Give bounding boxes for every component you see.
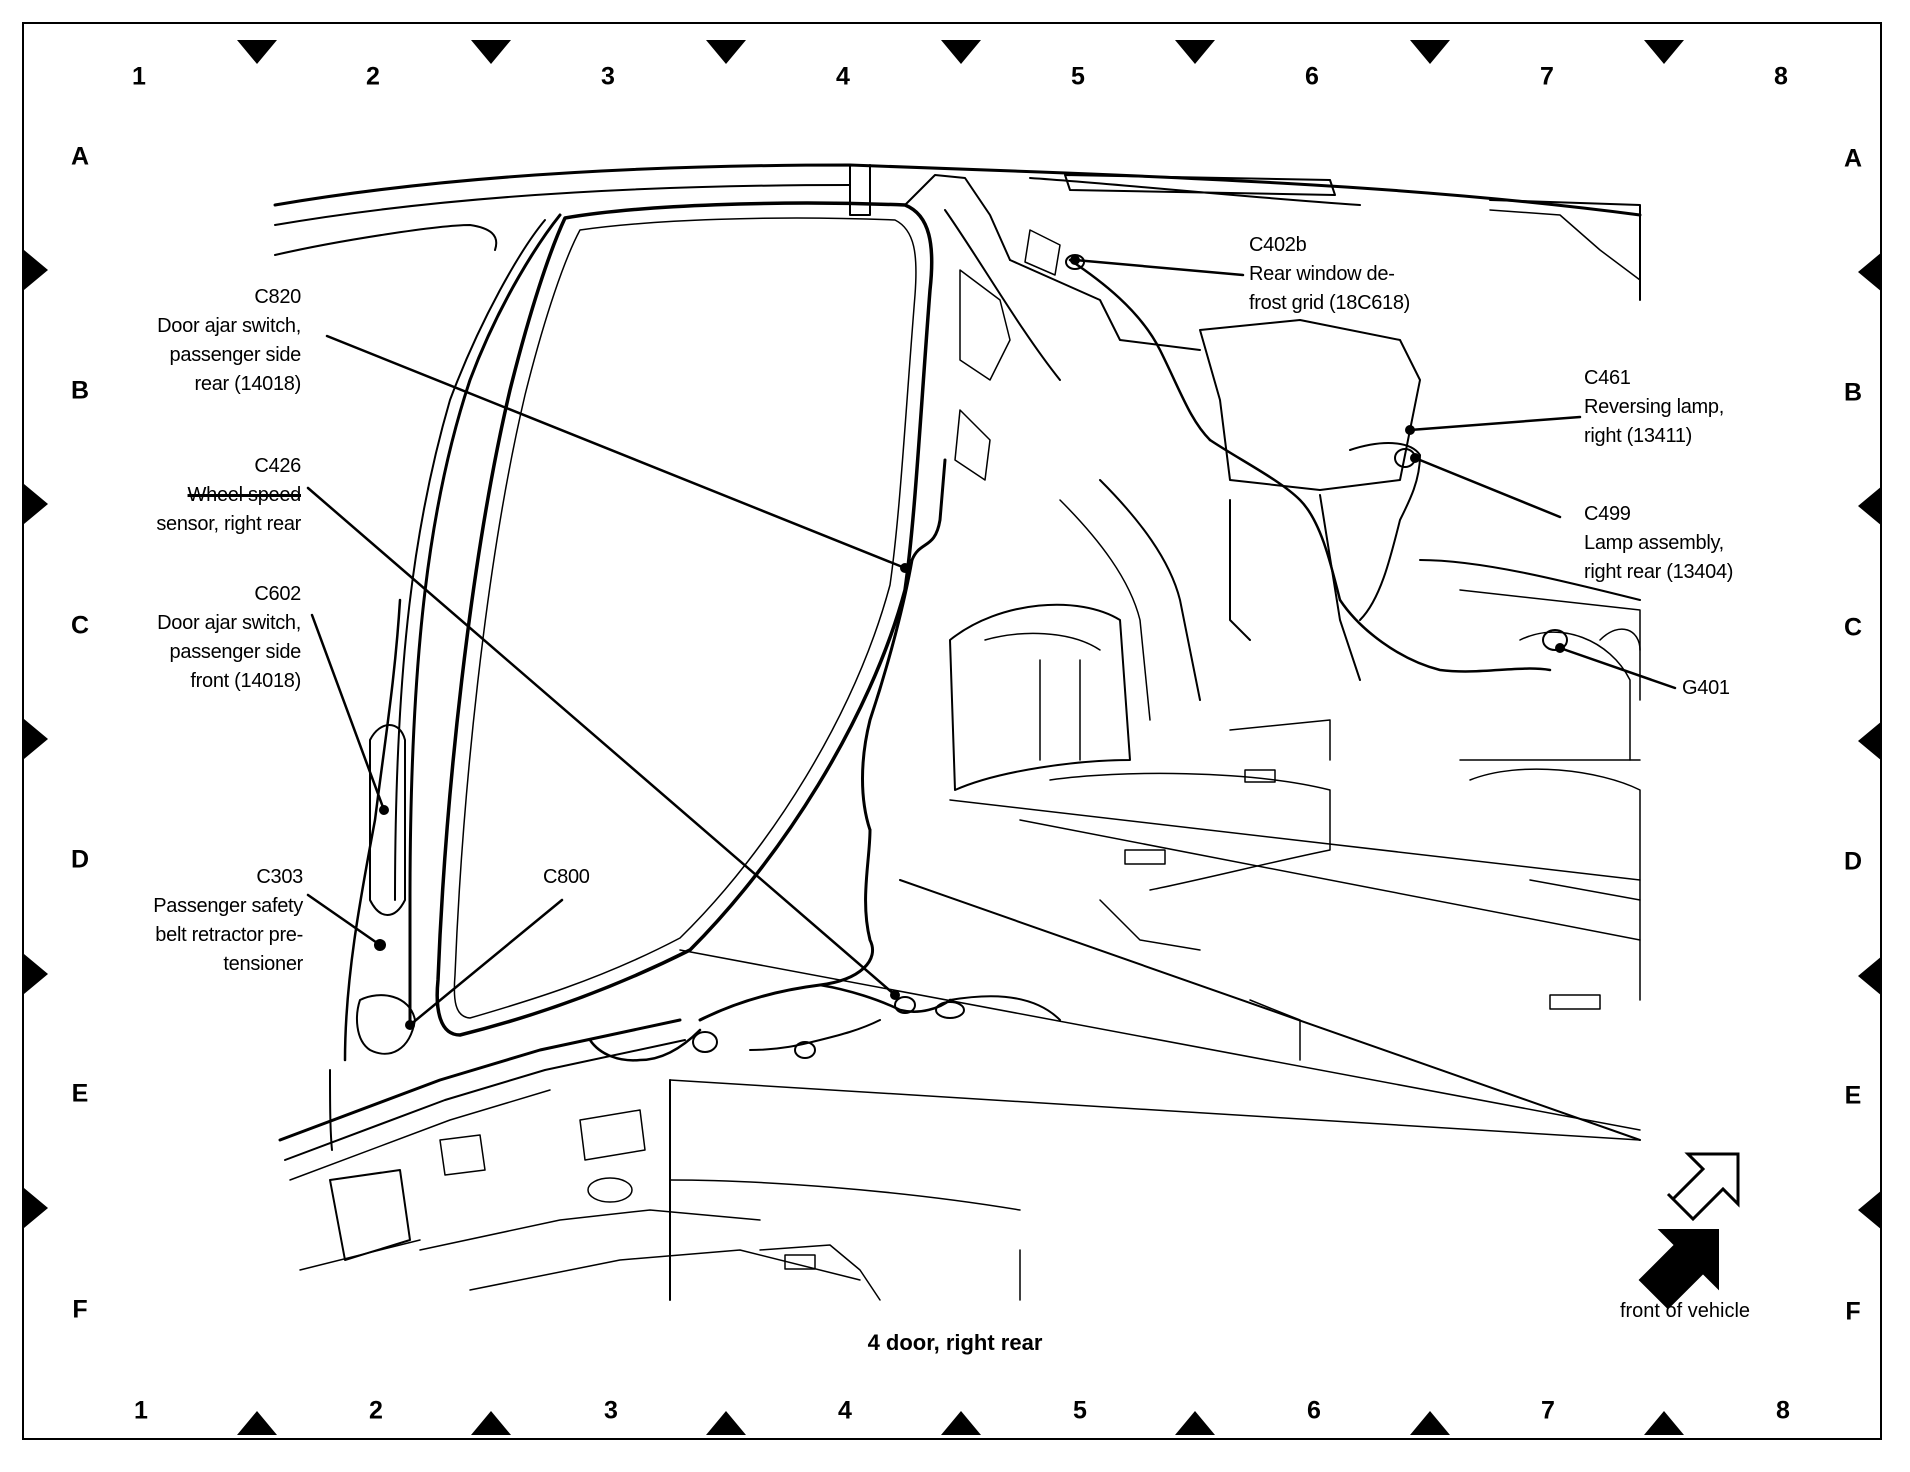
grid-tick-marker: [1175, 40, 1215, 64]
front-of-vehicle-label: front of vehicle: [1619, 1300, 1751, 1322]
grid-row-label-left: D: [70, 845, 90, 874]
ground-code: G401: [1682, 677, 1730, 699]
grid-col-label-top: 1: [132, 62, 146, 91]
grid-tick-marker: [1858, 1190, 1882, 1230]
callout-line: right (13411): [1584, 425, 1693, 447]
callout-line: right rear (13404): [1584, 561, 1734, 583]
grid-tick-marker: [706, 40, 746, 64]
callout-line: frost grid (18C618): [1249, 292, 1411, 314]
grid-col-label-top: 3: [601, 62, 615, 91]
connector-code: C402b: [1249, 234, 1307, 256]
grid-col-label-bottom: 2: [369, 1396, 383, 1425]
grid-tick-marker: [1644, 1411, 1684, 1435]
grid-tick-marker: [1644, 40, 1684, 64]
callout-c800: C800: [543, 863, 590, 892]
grid-row-label-right: B: [1843, 378, 1863, 407]
grid-tick-marker: [237, 1411, 277, 1435]
grid-tick-marker: [1858, 721, 1882, 761]
grid-tick-marker: [1175, 1411, 1215, 1435]
callout-line: Lamp assembly,: [1584, 532, 1724, 554]
grid-row-label-right: A: [1843, 144, 1863, 173]
grid-col-label-top: 2: [366, 62, 380, 91]
grid-row-label-right: E: [1844, 1081, 1862, 1110]
callout-c426: C426 Wheel speed sensor, right rear: [156, 452, 301, 539]
callout-line: Door ajar switch,: [157, 315, 301, 337]
grid-col-label-bottom: 7: [1541, 1396, 1555, 1425]
grid-col-label-bottom: 1: [134, 1396, 148, 1425]
grid-row-label-left: E: [71, 1079, 89, 1108]
grid-col-label-bottom: 6: [1307, 1396, 1321, 1425]
grid-row-label-right: F: [1845, 1297, 1861, 1326]
callout-c820: C820 Door ajar switch, passenger side re…: [157, 283, 301, 399]
connector-markers: [374, 255, 1565, 1030]
grid-col-label-top: 4: [836, 62, 850, 91]
grid-tick-marker: [24, 250, 48, 290]
callout-line: belt retractor pre-: [155, 924, 303, 946]
callout-line: Door ajar switch,: [157, 612, 301, 634]
connector-code: C461: [1584, 367, 1631, 389]
front-arrow-icon: [1638, 1152, 1740, 1310]
grid-tick-marker: [1410, 40, 1450, 64]
grid-tick-marker: [1858, 486, 1882, 526]
connector-code: C602: [254, 583, 301, 605]
grid-col-label-top: 7: [1540, 62, 1554, 91]
callout-line: Passenger safety: [153, 895, 303, 917]
grid-tick-marker: [24, 719, 48, 759]
grid-tick-marker: [24, 484, 48, 524]
grid-row-label-left: F: [72, 1295, 88, 1324]
grid-col-label-top: 5: [1071, 62, 1085, 91]
callout-g401: G401: [1682, 674, 1730, 703]
connector-code: C820: [254, 286, 301, 308]
grid-tick-marker: [1858, 956, 1882, 996]
grid-tick-marker: [24, 1188, 48, 1228]
grid-tick-marker: [706, 1411, 746, 1435]
callout-line: Wheel speed: [187, 484, 302, 506]
grid-col-label-top: 8: [1774, 62, 1788, 91]
grid-col-label-bottom: 8: [1776, 1396, 1790, 1425]
grid-tick-marker: [941, 1411, 981, 1435]
connector-code: C303: [256, 866, 303, 888]
connector-code: C800: [543, 866, 590, 888]
grid-col-label-bottom: 3: [604, 1396, 618, 1425]
connector-code: C499: [1584, 503, 1631, 525]
grid-col-label-bottom: 5: [1073, 1396, 1087, 1425]
grid-tick-marker: [471, 40, 511, 64]
grid-col-label-top: 6: [1305, 62, 1319, 91]
grid-tick-marker: [1858, 252, 1882, 292]
callout-line: Reversing lamp,: [1584, 396, 1725, 418]
callout-c499: C499 Lamp assembly, right rear (13404): [1584, 500, 1733, 587]
grid-row-label-left: A: [70, 142, 90, 171]
grid-row-label-right: C: [1843, 613, 1863, 642]
grid-tick-marker: [1410, 1411, 1450, 1435]
grid-row-label-left: B: [70, 376, 90, 405]
grid-tick-marker: [237, 40, 277, 64]
grid-col-label-bottom: 4: [838, 1396, 852, 1425]
connector-code: C426: [254, 455, 301, 477]
callout-line: Rear window de-: [1249, 263, 1395, 285]
callout-c602: C602 Door ajar switch, passenger side fr…: [157, 580, 301, 696]
callout-line: tensioner: [223, 953, 303, 975]
callout-c402b: C402b Rear window de- frost grid (18C618…: [1249, 231, 1410, 318]
diagram-caption: 4 door, right rear: [867, 1330, 1043, 1355]
grid-row-label-left: C: [70, 611, 90, 640]
callout-line: passenger side: [169, 344, 302, 366]
leader-lines: [306, 258, 1677, 1027]
grid-tick-marker: [941, 40, 981, 64]
grid-row-label-right: D: [1843, 847, 1863, 876]
callout-c461: C461 Reversing lamp, right (13411): [1584, 364, 1724, 451]
callout-line: front (14018): [190, 670, 301, 692]
callout-line: sensor, right rear: [156, 513, 301, 535]
callout-line: rear (14018): [194, 373, 302, 395]
grid-tick-marker: [24, 954, 48, 994]
callout-c303: C303 Passenger safety belt retractor pre…: [153, 863, 303, 979]
grid-tick-marker: [471, 1411, 511, 1435]
callout-line: passenger side: [169, 641, 302, 663]
